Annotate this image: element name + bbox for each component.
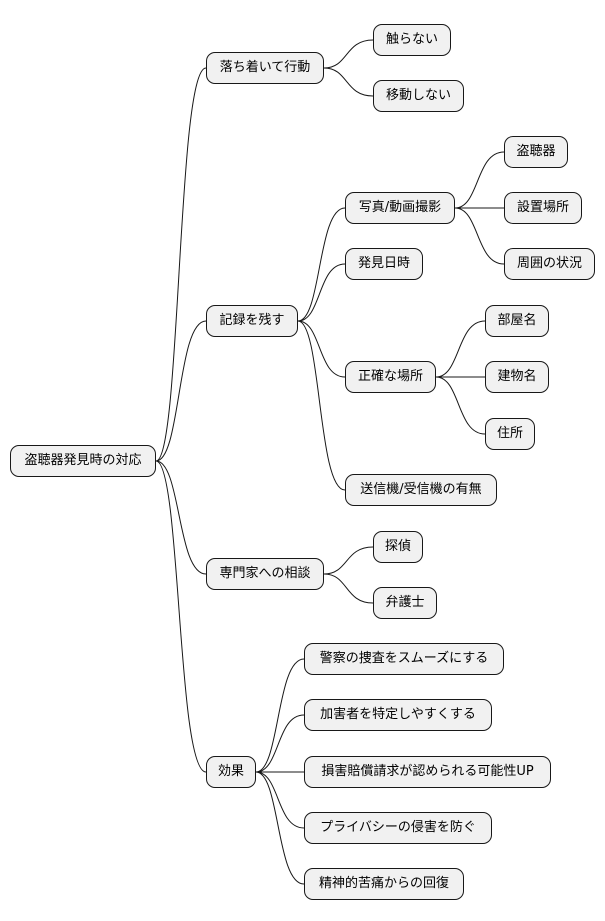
connector-line <box>297 320 346 378</box>
leaf-node-room-name: 部屋名 <box>485 305 549 337</box>
branch-node-effects: 効果 <box>206 756 256 788</box>
branch-node-keep-records: 記録を残す <box>206 305 298 337</box>
branch-node-calm-action: 落ち着いて行動 <box>206 52 324 84</box>
connector-line <box>255 714 305 773</box>
sub-node-exact-location: 正確な場所 <box>345 361 436 393</box>
leaf-node-detective: 探偵 <box>373 531 423 563</box>
connector-line <box>255 771 305 829</box>
branch-node-consult-experts: 専門家への相談 <box>206 558 324 590</box>
leaf-node-lawyer: 弁護士 <box>373 587 437 619</box>
connector-line <box>255 771 305 885</box>
leaf-node-building-name: 建物名 <box>485 361 549 393</box>
leaf-node-bug-device: 盗聴器 <box>504 136 568 168</box>
sub-node-photo-video: 写真/動画撮影 <box>345 192 455 224</box>
connector-line <box>155 460 207 773</box>
connector-line <box>454 207 505 265</box>
connector-line <box>323 546 374 575</box>
connector-line <box>323 67 374 97</box>
sub-node-discovery-datetime: 発見日時 <box>345 248 423 280</box>
leaf-node-install-location: 設置場所 <box>504 192 582 224</box>
leaf-node-smooth-police-investigation: 警察の捜査をスムーズにする <box>304 643 504 675</box>
connector-line <box>454 151 505 209</box>
leaf-node-do-not-touch: 触らない <box>373 24 451 56</box>
connector-line <box>155 67 207 462</box>
connector-line <box>297 263 346 322</box>
connector-line <box>255 658 305 773</box>
leaf-node-surroundings: 周囲の状況 <box>504 248 595 280</box>
connector-line <box>435 320 486 378</box>
connector-line <box>155 460 207 575</box>
connector-line <box>323 39 374 69</box>
connector-line <box>323 573 374 604</box>
leaf-node-identify-perpetrator: 加害者を特定しやすくする <box>304 699 492 731</box>
sub-node-transmitter-receiver: 送信機/受信機の有無 <box>345 474 497 506</box>
leaf-node-address: 住所 <box>485 418 535 450</box>
connector-line <box>297 207 346 322</box>
leaf-node-recovery-from-distress: 精神的苦痛からの回復 <box>304 868 464 900</box>
connector-line <box>297 320 346 491</box>
connector-line <box>155 320 207 462</box>
leaf-node-prevent-privacy-violation: プライバシーの侵害を防ぐ <box>304 812 492 844</box>
root-node: 盗聴器発見時の対応 <box>10 445 156 477</box>
leaf-node-damages-claim: 損害賠償請求が認められる可能性UP <box>304 756 551 788</box>
leaf-node-do-not-move: 移動しない <box>373 80 464 112</box>
connector-line <box>435 376 486 435</box>
